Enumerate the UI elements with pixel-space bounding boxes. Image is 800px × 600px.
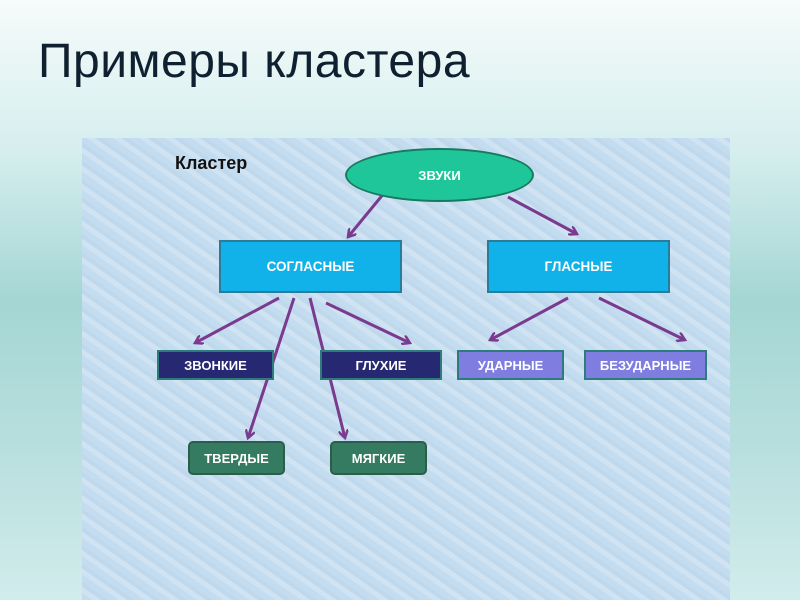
node-stressed: УДАРНЫЕ <box>457 350 564 380</box>
node-consonants: СОГЛАСНЫЕ <box>219 240 402 293</box>
arrow-vowels-to-stressed <box>490 296 569 340</box>
node-voiceless: ГЛУХИЕ <box>320 350 442 380</box>
arrow-consonants-to-voiceless <box>325 301 410 343</box>
node-sounds: ЗВУКИ <box>345 148 534 202</box>
node-unstressed: БЕЗУДАРНЫЕ <box>584 350 707 380</box>
diagram-label: Кластер <box>175 153 248 173</box>
arrow-consonants-to-voiced <box>195 296 280 343</box>
slide-title: Примеры кластера <box>38 35 471 88</box>
node-soft: МЯГКИЕ <box>330 441 427 475</box>
arrow-root-to-consonants <box>348 191 387 237</box>
node-vowels: ГЛАСНЫЕ <box>487 240 670 293</box>
arrow-vowels-to-unstressed <box>598 296 685 340</box>
node-hard: ТВЕРДЫЕ <box>188 441 285 475</box>
arrow-root-to-vowels <box>507 195 577 234</box>
node-voiced: ЗВОНКИЕ <box>157 350 274 380</box>
